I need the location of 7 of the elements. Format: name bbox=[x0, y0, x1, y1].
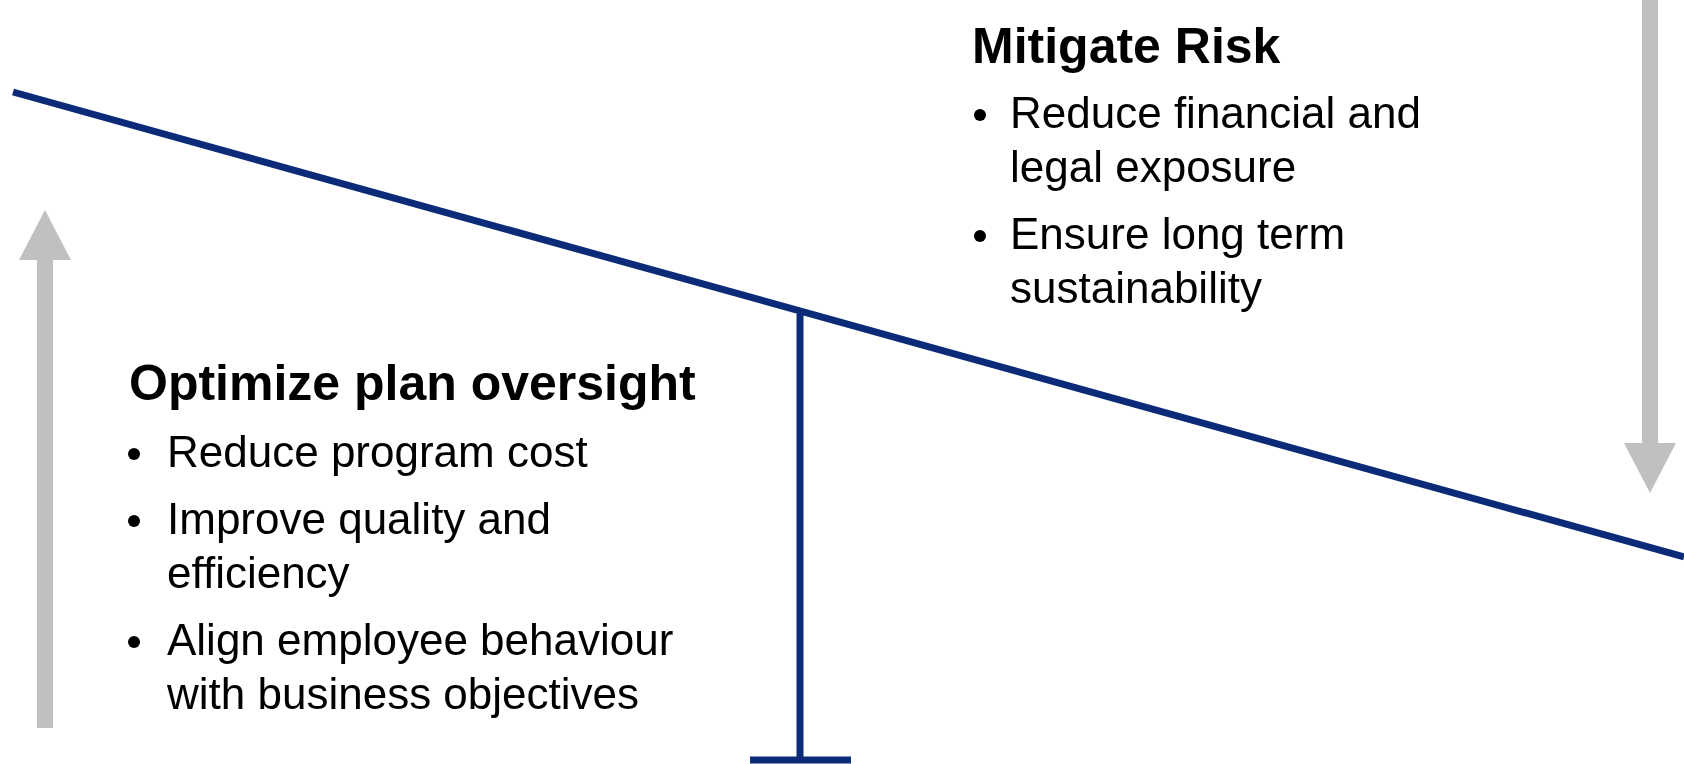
bullet-text: Align employee behaviour with business objectives bbox=[167, 614, 675, 720]
bullet-text: Reduce financial and legal exposure bbox=[1010, 87, 1422, 193]
bullet-text: Improve quality and efficiency bbox=[167, 493, 552, 599]
bullet-text: Ensure long term sustainability bbox=[1010, 208, 1347, 314]
section-heading: Mitigate Risk bbox=[972, 18, 1281, 74]
bullet-text: Reduce program cost bbox=[167, 426, 589, 478]
section-heading: Optimize plan oversight bbox=[129, 355, 696, 411]
